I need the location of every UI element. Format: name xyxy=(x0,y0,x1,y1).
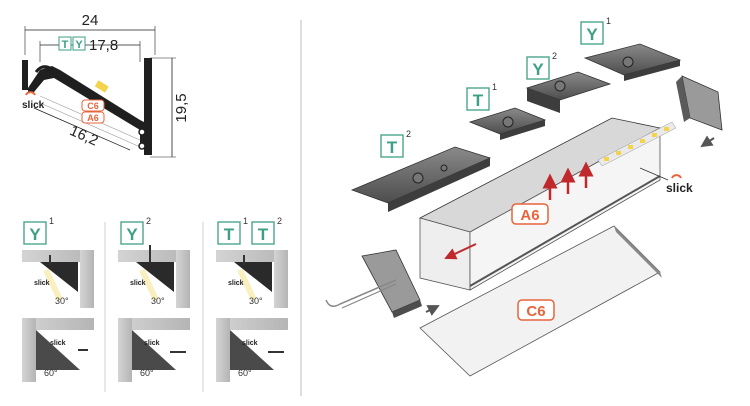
mounting-case-t: T 1 T 2 slick 30° slick 60° xyxy=(216,216,288,382)
svg-text:60°: 60° xyxy=(44,368,58,378)
mounting-case-y2: Y 2 slick 30° slick 60° xyxy=(118,216,190,382)
svg-text:Y: Y xyxy=(126,225,138,244)
dim-diagonal: 16,2 xyxy=(67,122,101,149)
svg-text:2: 2 xyxy=(146,216,151,226)
label-c6-main: C6 xyxy=(526,303,545,320)
cable xyxy=(325,279,397,307)
bracket-y2 xyxy=(525,71,612,113)
profile-a6 xyxy=(418,117,677,291)
svg-text:60°: 60° xyxy=(238,368,252,378)
badge-y-small xyxy=(72,36,86,51)
svg-text:Y: Y xyxy=(532,60,544,79)
badge-y1 xyxy=(580,21,604,45)
dim-width-total: 24 xyxy=(82,12,99,29)
bracket-t1 xyxy=(468,107,547,140)
badge-y2 xyxy=(526,56,550,80)
svg-text:2: 2 xyxy=(277,216,282,226)
arrow-slide-red xyxy=(444,243,477,260)
brand-slick-section: slick xyxy=(22,100,45,111)
bracket-y1 xyxy=(583,43,682,81)
end-cap-left xyxy=(361,249,422,318)
svg-text:T: T xyxy=(387,138,398,157)
brand-slick-main: slick xyxy=(666,181,693,195)
dim-height: 19,5 xyxy=(173,93,190,122)
bracket-t2 xyxy=(350,146,492,212)
svg-text:30°: 30° xyxy=(249,296,263,306)
svg-text:Y: Y xyxy=(75,39,83,51)
svg-text:1: 1 xyxy=(243,216,248,226)
badge-t-small xyxy=(58,36,72,51)
label-a6-small: A6 xyxy=(87,113,99,123)
svg-text:slick: slick xyxy=(144,340,160,347)
badge-t1 xyxy=(466,87,490,111)
svg-text:T: T xyxy=(224,225,235,244)
svg-text:2: 2 xyxy=(406,129,411,139)
exploded-view: Y 1 Y 2 T 1 T 2 xyxy=(325,16,723,377)
svg-text:1: 1 xyxy=(49,216,54,226)
svg-text:slick: slick xyxy=(130,280,146,287)
svg-text:slick: slick xyxy=(50,340,66,347)
arrow-endcap-right xyxy=(700,135,715,148)
led-strip xyxy=(94,80,109,93)
svg-text:T: T xyxy=(62,39,69,51)
svg-text:T: T xyxy=(258,225,269,244)
dim-width-inner: 17,8 xyxy=(89,37,118,54)
svg-text:slick: slick xyxy=(228,280,244,287)
label-c6-small: C6 xyxy=(87,101,99,111)
arrow-endcap-left xyxy=(425,305,440,316)
cross-section: 24 T Y 17,8 19,5 C6 A6 16,2 xyxy=(22,12,190,158)
svg-text:1: 1 xyxy=(606,16,611,26)
label-a6-main: A6 xyxy=(520,207,539,224)
svg-text:30°: 30° xyxy=(151,296,165,306)
badge-t2 xyxy=(380,134,404,158)
svg-text:30°: 30° xyxy=(55,296,69,306)
svg-text:2: 2 xyxy=(552,51,557,61)
svg-text:Y: Y xyxy=(29,225,41,244)
end-cap-right xyxy=(676,75,723,131)
svg-text:slick: slick xyxy=(242,340,258,347)
svg-text:slick: slick xyxy=(34,280,50,287)
svg-text:Y: Y xyxy=(586,25,598,44)
svg-text:60°: 60° xyxy=(140,368,154,378)
mounting-case-y1: Y 1 slick 30° slick 60° xyxy=(22,216,94,382)
svg-text:T: T xyxy=(473,91,484,110)
svg-text:1: 1 xyxy=(492,82,497,92)
